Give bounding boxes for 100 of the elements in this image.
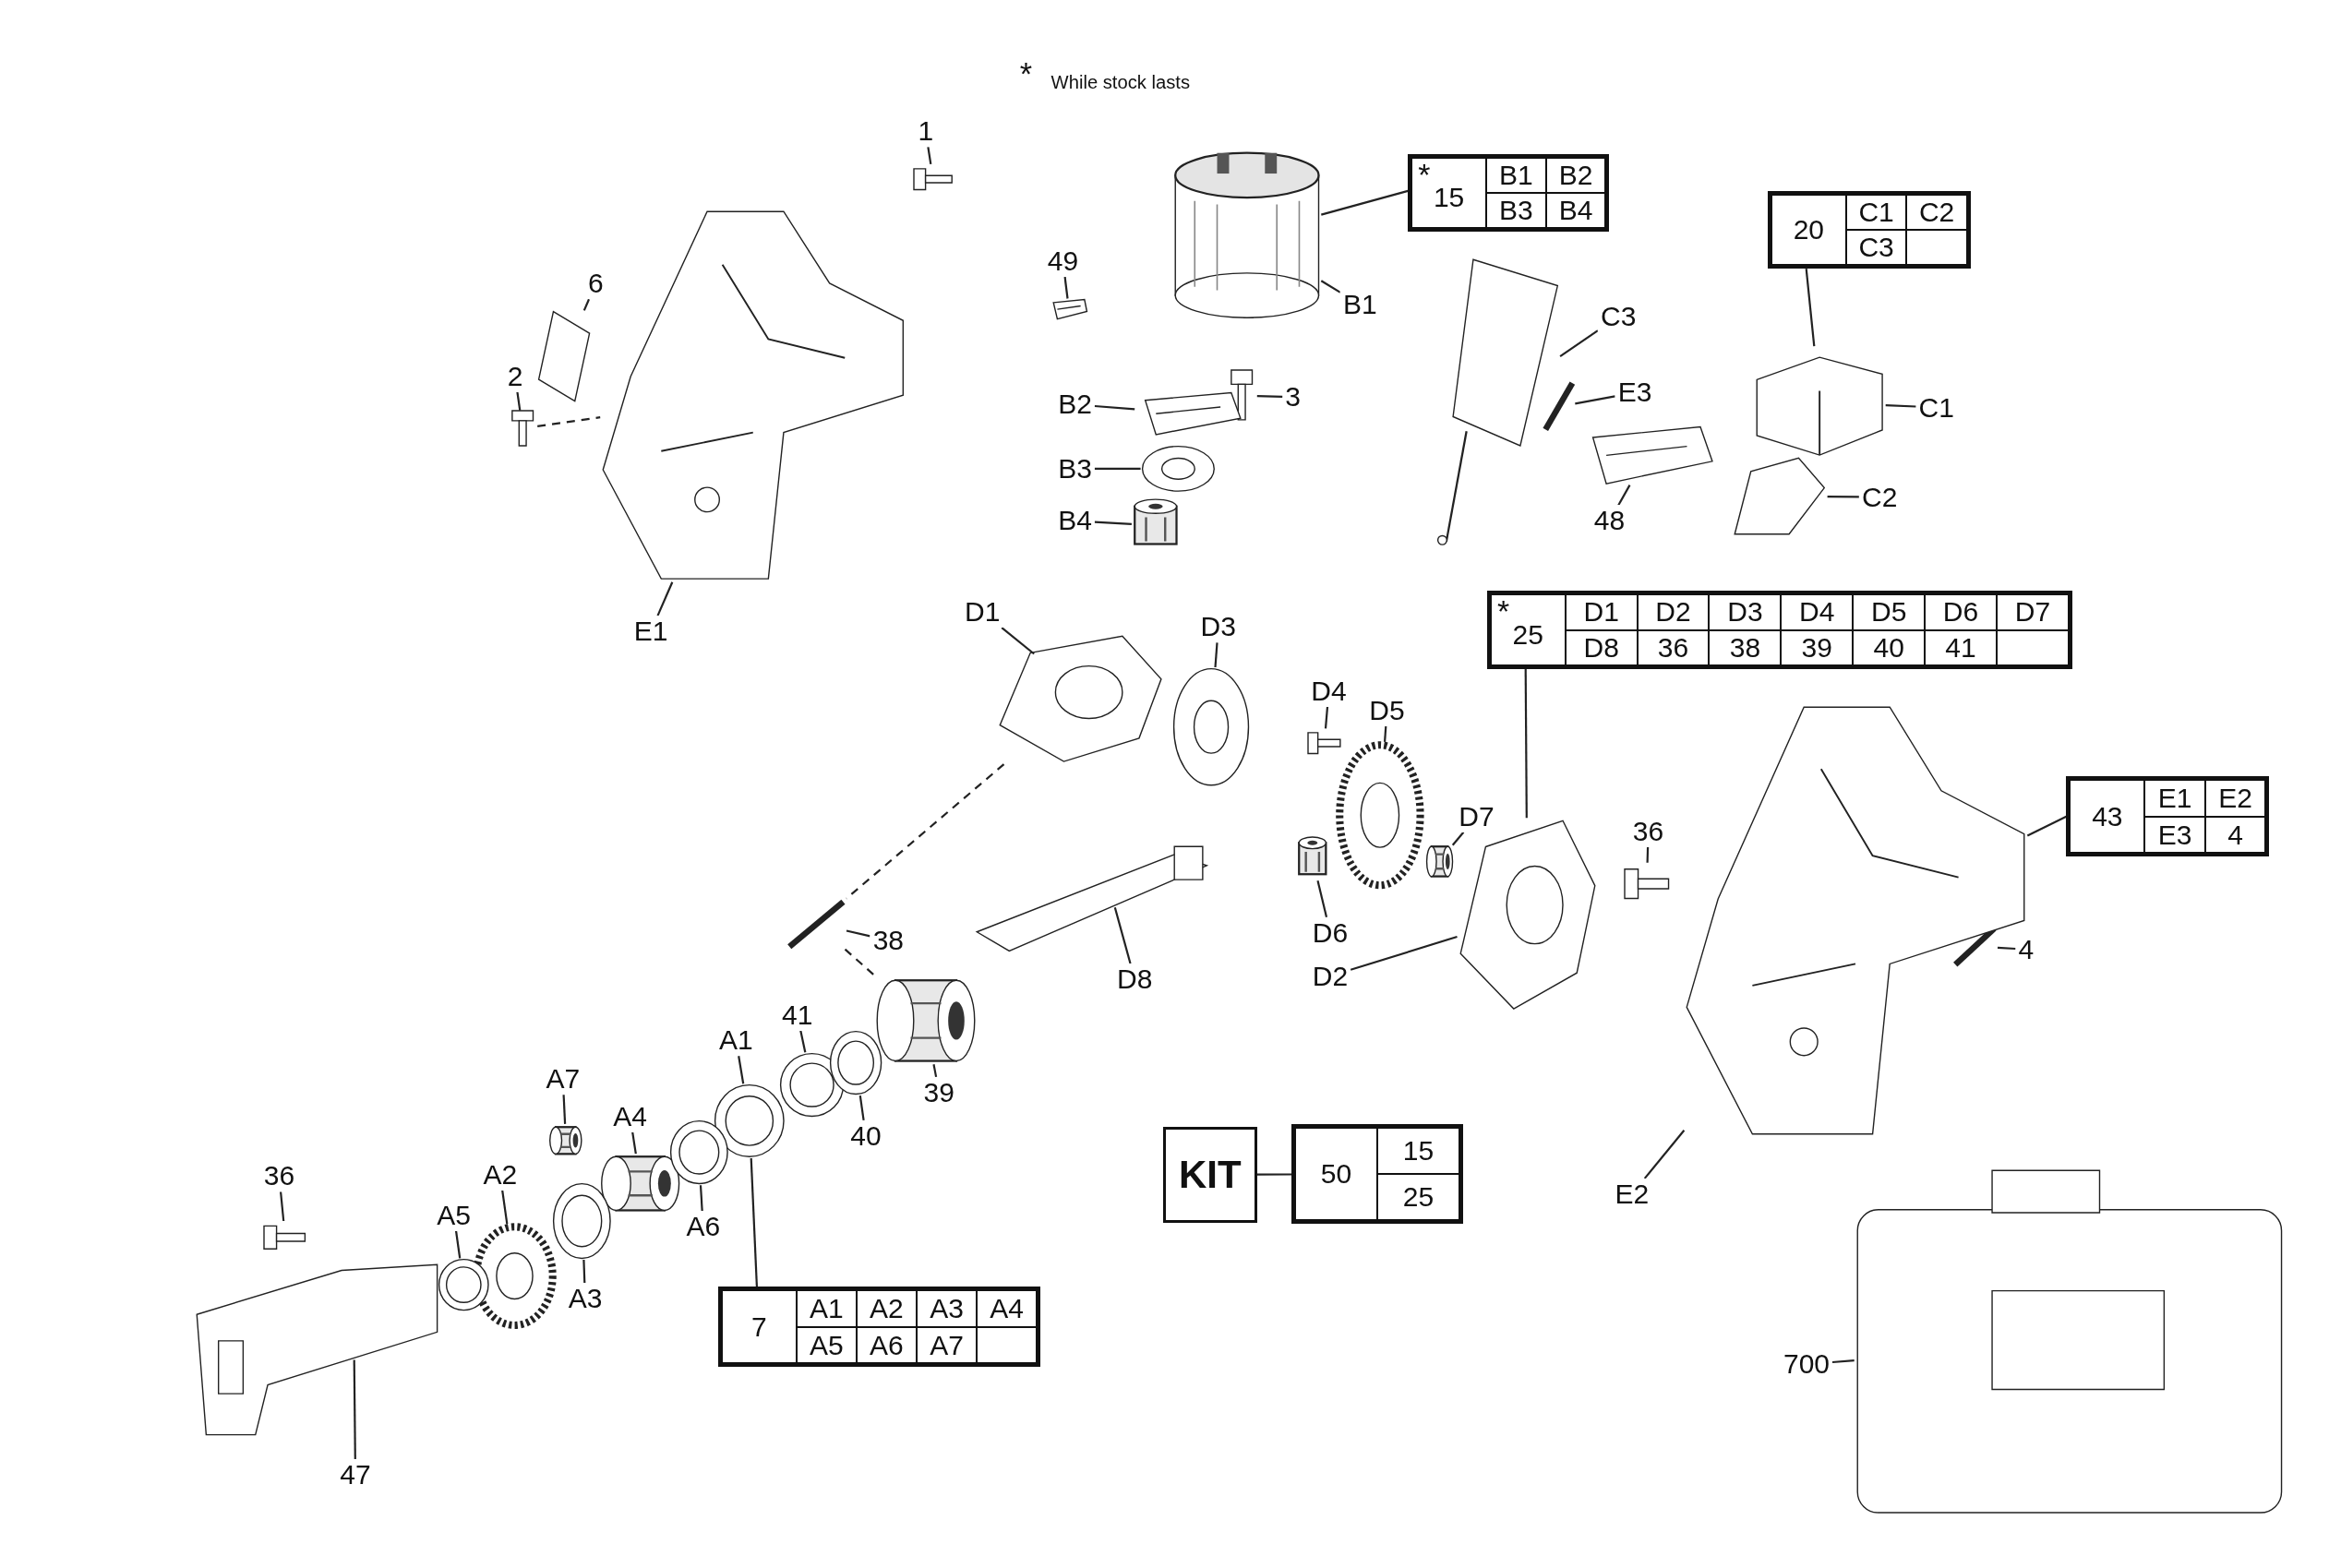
- leader-line: [1001, 627, 1035, 655]
- table-cell: 41: [1925, 629, 1997, 665]
- leader-line: [1256, 395, 1283, 398]
- leader-line: [1316, 880, 1328, 918]
- table-cell: A2: [856, 1290, 917, 1327]
- alignment-line: [537, 416, 601, 427]
- table-cell: C1: [1845, 195, 1907, 231]
- table-cell: B3: [1486, 192, 1546, 228]
- table-cell: B4: [1545, 192, 1606, 228]
- table-cell: 38: [1709, 629, 1782, 665]
- gear-drawing: [1336, 741, 1423, 889]
- table-cell: 50: [1295, 1127, 1377, 1221]
- leader-line: [932, 1064, 938, 1078]
- table-cell: D6: [1925, 594, 1997, 630]
- leader-line: [1827, 496, 1860, 498]
- leader-line: [501, 1190, 509, 1225]
- leader-line: [1997, 946, 2016, 951]
- table-cell: D1: [1565, 594, 1638, 630]
- leader-line: [750, 1157, 758, 1287]
- table-cell: E3: [2144, 816, 2205, 854]
- table-cell: A7: [917, 1326, 978, 1364]
- table-cell: 43: [2070, 780, 2145, 854]
- leader-line: [1451, 832, 1465, 846]
- ring-drawing: [552, 1181, 613, 1261]
- leader-line: [1094, 521, 1132, 525]
- leader-line: [1617, 485, 1631, 507]
- ring-drawing: [714, 1083, 786, 1159]
- part-number: 15: [1433, 181, 1465, 213]
- leader-line: [1321, 189, 1409, 216]
- leader-line: [1094, 467, 1141, 470]
- table-cell: A3: [917, 1290, 978, 1327]
- ring-drawing: [437, 1258, 490, 1312]
- table-cell: 4: [2204, 816, 2266, 854]
- table-cell: C2: [1906, 195, 1967, 231]
- leader-line: [846, 929, 870, 938]
- table-cell: D8: [1565, 629, 1638, 665]
- bracket-drawing: [1050, 298, 1089, 321]
- leader-line: [562, 1095, 567, 1124]
- leader-line: [1214, 642, 1219, 668]
- leader-line: [1113, 906, 1132, 964]
- leader-line: [858, 1095, 865, 1120]
- table-cell: D5: [1853, 594, 1926, 630]
- table-cell: A5: [796, 1326, 857, 1364]
- note-text: While stock lasts: [1050, 71, 1191, 93]
- ring-drawing: [668, 1119, 729, 1186]
- leader-line: [516, 391, 522, 411]
- table-cell: D2: [1637, 594, 1710, 630]
- leader-line: [738, 1056, 745, 1084]
- leader-line: [1350, 935, 1458, 971]
- bearing-drawing: [1140, 444, 1216, 493]
- leader-line: [582, 298, 590, 311]
- leader-line: [1324, 706, 1329, 729]
- leader-line: [454, 1230, 462, 1259]
- leader-line: [1885, 404, 1916, 408]
- sleeve-drawing: [549, 1123, 582, 1157]
- table-cell: D7: [1997, 594, 2069, 630]
- parts-table: [2066, 776, 2270, 857]
- leader-line: [1805, 269, 1816, 347]
- leader-line: [1384, 725, 1387, 742]
- label-sheet-drawing: [537, 310, 592, 403]
- leader-line: [1831, 1359, 1855, 1364]
- leader-line: [1559, 329, 1599, 357]
- footnote-mark: *: [1418, 158, 1431, 190]
- parts-table: [1767, 191, 1971, 269]
- parts-table: [1486, 591, 2072, 669]
- table-cell: 40: [1853, 629, 1926, 665]
- leader-line: [1524, 668, 1528, 819]
- table-cell: A6: [856, 1326, 917, 1364]
- parts-table: [1291, 1123, 1463, 1225]
- kit-label: KIT: [1162, 1127, 1257, 1223]
- sleeve-drawing: [600, 1154, 681, 1214]
- leader-line: [631, 1131, 637, 1155]
- table-cell: B2: [1545, 157, 1606, 193]
- table-cell: 36: [1637, 629, 1710, 665]
- part-number: 25: [1512, 618, 1543, 651]
- footnote-mark: *: [1496, 595, 1510, 628]
- table-cell: E1: [2144, 780, 2205, 817]
- table-cell: E2: [2204, 780, 2266, 817]
- leader-line: [582, 1259, 586, 1284]
- table-cell: 39: [1781, 629, 1854, 665]
- leader-line: [1575, 395, 1615, 405]
- table-cell: B1: [1486, 157, 1546, 193]
- table-cell: A4: [977, 1290, 1038, 1327]
- leader-line: [1646, 846, 1650, 863]
- leader-line: [2026, 815, 2067, 837]
- table-cell: 15: [1376, 1127, 1459, 1175]
- pin-drawing: [786, 898, 846, 950]
- bearing-drawing: [1171, 666, 1250, 787]
- ring-drawing: [828, 1029, 882, 1096]
- leader-line: [1094, 404, 1135, 411]
- leader-line: [280, 1191, 285, 1222]
- table-cell: 20: [1771, 195, 1846, 266]
- leader-line: [1256, 1173, 1291, 1176]
- table-cell: A1: [796, 1290, 857, 1327]
- leader-line: [699, 1185, 703, 1212]
- footnote-mark: *: [1019, 56, 1032, 93]
- parts-table: [1408, 153, 1610, 232]
- table-cell: 25: [1376, 1174, 1459, 1221]
- table-cell: 7: [721, 1290, 797, 1364]
- leader-line: [927, 147, 932, 165]
